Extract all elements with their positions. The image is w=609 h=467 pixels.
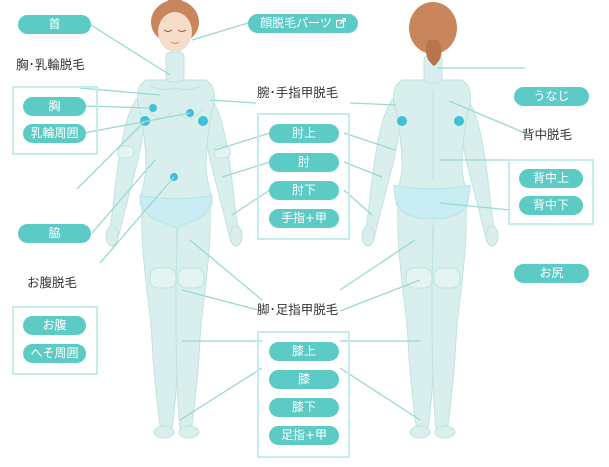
hand-fingers-button[interactable]: 手指+甲	[269, 209, 339, 228]
lower-back-button[interactable]: 背中下	[519, 196, 583, 215]
areola-button[interactable]: 乳輪周囲	[23, 124, 86, 143]
arm-heading: 腕･手指甲脱毛	[257, 85, 339, 100]
back-right-foot	[434, 425, 456, 439]
face-parts-label: 顔脱毛パーツ	[260, 16, 332, 30]
upper-back-button[interactable]: 背中上	[519, 169, 583, 188]
knee-button[interactable]: 膝	[269, 370, 339, 389]
front-left-hand	[105, 225, 119, 247]
front-figure	[105, 0, 243, 439]
belly-group-box	[12, 306, 98, 375]
leg-group-box	[257, 331, 350, 458]
neck-button[interactable]: 首	[18, 15, 91, 34]
front-torso	[137, 79, 215, 206]
back-left-foot	[409, 425, 431, 439]
front-chest-point	[149, 104, 157, 112]
elbow-button[interactable]: 肘	[269, 153, 339, 172]
chest-group-box	[12, 86, 98, 155]
front-right-hand	[229, 225, 243, 247]
front-right-leg	[175, 199, 211, 429]
back-right-hand	[485, 225, 499, 247]
above-elbow-button[interactable]: 肘上	[269, 124, 339, 143]
front-right-armpit-point	[198, 116, 208, 126]
buttocks-button[interactable]: お尻	[514, 264, 589, 283]
back-left-hand	[361, 225, 375, 247]
chest-heading: 胸･乳輪脱毛	[16, 57, 85, 72]
front-closed-eye-right	[177, 29, 187, 32]
back-left-armpit-point	[397, 116, 407, 126]
front-face	[158, 12, 192, 52]
front-left-knee	[149, 267, 177, 289]
external-link-icon	[335, 18, 346, 28]
front-collarbone	[149, 85, 201, 91]
below-knee-button[interactable]: 膝下	[269, 398, 339, 417]
front-bun	[165, 0, 185, 14]
back-right-armpit-point	[454, 116, 464, 126]
back-torso	[393, 79, 471, 206]
back-right-knee	[433, 267, 461, 289]
front-underwear	[139, 194, 213, 229]
front-neck	[165, 51, 185, 83]
front-left-foot	[153, 425, 175, 439]
back-left-leg	[397, 199, 435, 429]
belly-button[interactable]: お腹	[23, 316, 86, 335]
above-knee-button[interactable]: 膝上	[269, 342, 339, 361]
back-hair	[409, 2, 457, 54]
leg-heading: 脚･足指甲脱毛	[257, 302, 339, 317]
front-right-knee	[177, 267, 205, 289]
back-ponytail	[426, 40, 442, 66]
belly-heading: お腹脱毛	[27, 275, 78, 290]
armpit-button[interactable]: 脇	[18, 224, 91, 243]
arm-group-box	[257, 113, 350, 240]
navel-button[interactable]: へそ周囲	[23, 344, 86, 363]
foot-toes-button[interactable]: 足指+甲	[269, 426, 339, 445]
back-underwear	[393, 184, 471, 220]
back-left-knee	[405, 267, 433, 289]
leader-lines	[76, 22, 526, 421]
front-right-foot	[178, 425, 200, 439]
face-parts-button[interactable]: 顔脱毛パーツ	[248, 14, 358, 33]
back-group-box	[508, 159, 594, 225]
chest-button[interactable]: 胸	[23, 97, 86, 116]
front-left-leg	[141, 199, 179, 429]
back-figure	[361, 2, 499, 439]
back-heading: 背中脱毛	[522, 127, 573, 142]
front-closed-eye-left	[163, 29, 173, 32]
front-left-elbow	[117, 145, 135, 159]
below-elbow-button[interactable]: 肘下	[269, 181, 339, 200]
nape-button[interactable]: うなじ	[514, 87, 589, 106]
back-right-leg	[431, 199, 467, 429]
front-mouth	[170, 41, 180, 44]
